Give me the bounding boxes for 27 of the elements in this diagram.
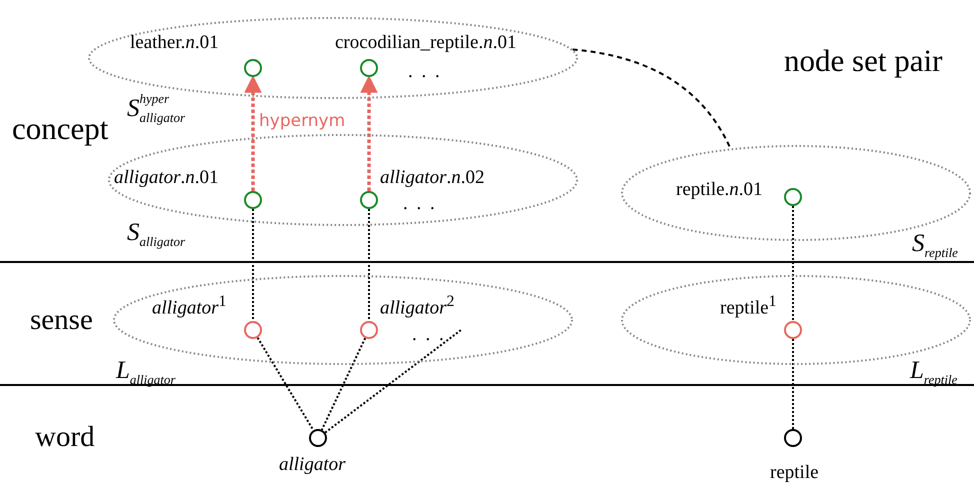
connector-line bbox=[368, 209, 370, 321]
layer-label: sense bbox=[30, 306, 93, 335]
node-label: reptile.n.01 bbox=[676, 180, 763, 199]
ellipsis-dots: . . . bbox=[412, 325, 446, 344]
node-label: alligator bbox=[279, 455, 346, 474]
connector-line bbox=[792, 339, 794, 429]
edge-label: hypernym bbox=[259, 113, 346, 130]
connector-line bbox=[572, 48, 732, 149]
connector-line bbox=[320, 338, 366, 430]
layer-label: concept bbox=[12, 113, 108, 144]
node-label: leather.n.01 bbox=[130, 33, 219, 52]
node-label: reptile$^{1}$ bbox=[720, 294, 776, 318]
node-label: reptile bbox=[770, 463, 819, 482]
node-label: alligator.n.01 bbox=[114, 168, 219, 187]
connector-line bbox=[256, 337, 314, 431]
layer-label: word bbox=[35, 423, 95, 452]
node-label: alligator$^{2}$ bbox=[380, 294, 454, 318]
connector-line bbox=[324, 329, 462, 434]
node-label: alligator$^{1}$ bbox=[152, 294, 226, 318]
connector-line bbox=[792, 206, 794, 321]
node-label: crocodilian_reptile.n.01 bbox=[335, 33, 516, 52]
ellipsis-dots: . . . bbox=[408, 62, 442, 81]
arrow bbox=[360, 75, 378, 191]
arrow bbox=[244, 75, 262, 191]
connector-line bbox=[252, 209, 254, 321]
node-label: alligator.n.02 bbox=[380, 168, 485, 187]
ellipsis-dots: . . . bbox=[403, 194, 437, 213]
